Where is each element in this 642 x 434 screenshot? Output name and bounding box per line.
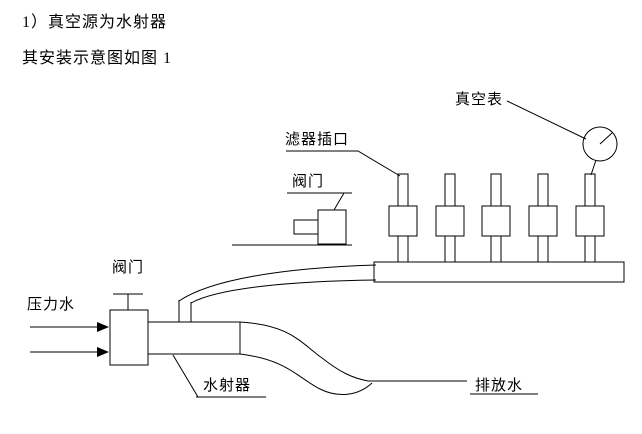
valve-top-leader-line: [333, 192, 345, 211]
water-ejector-label: 水射器: [203, 378, 252, 394]
valve-4-body: [528, 205, 558, 237]
valve-3-body: [481, 205, 511, 237]
valve-4-upper-stem: [537, 173, 549, 207]
suction-hose-bottom: [190, 279, 377, 304]
discharge-water-label: 排放水: [475, 378, 524, 394]
valve-4-lower-stem: [537, 235, 549, 263]
vacuum-gauge-leader-line: [506, 100, 587, 140]
pressure-water-label: 压力水: [27, 297, 76, 313]
valve-1-upper-stem: [397, 173, 409, 207]
filter-port-label: 滤器插口: [285, 132, 350, 148]
heading-line-1: 1）真空源为水射器: [22, 14, 168, 31]
manifold-pipe: [373, 261, 625, 283]
inlet-arrow-1-head: [97, 322, 109, 332]
valve-2-body: [435, 205, 465, 237]
valve-3-upper-stem: [490, 173, 502, 207]
inline-valve-body: [317, 209, 347, 245]
valve-1-lower-stem: [397, 235, 409, 263]
valve-2-upper-stem: [444, 173, 456, 207]
pressure-water-arrows: [30, 322, 109, 357]
water-ejector-body: [147, 321, 241, 355]
inlet-valve-body: [109, 309, 149, 366]
inline-valve-symbol: [232, 209, 352, 246]
discharge-hose-top: [239, 321, 369, 382]
vacuum-gauge-dial: [582, 126, 618, 162]
valve-3-lower-stem: [490, 235, 502, 263]
manifold-valve-5: [575, 173, 605, 263]
vacuum-gauge-label: 真空表: [455, 92, 504, 108]
valve-5-lower-stem: [584, 235, 596, 263]
manifold-valve-1: [388, 173, 418, 263]
valve-left-label: 阀门: [112, 260, 145, 276]
gauge-connector-line: [590, 159, 597, 176]
suction-hose-top: [178, 264, 377, 302]
manifold-valve-3: [481, 173, 511, 263]
filter-port-leader-line: [286, 150, 401, 177]
vacuum-gauge-needle: [599, 132, 613, 145]
manifold-valve-2: [435, 173, 465, 263]
valve-top-label: 阀门: [292, 174, 325, 190]
valve-5-body: [575, 205, 605, 237]
valve-5-upper-stem: [584, 173, 596, 207]
manifold-valve-4: [528, 173, 558, 263]
valve-2-lower-stem: [444, 235, 456, 263]
water-ejector-leader-line: [172, 354, 199, 398]
inlet-valve: [109, 293, 149, 366]
inlet-arrow-2-head: [97, 347, 109, 357]
inline-valve-stem: [293, 219, 319, 235]
heading-line-2: 其安装示意图如图 1: [22, 50, 173, 67]
discharge-hose-bottom: [239, 353, 373, 395]
valve-1-body: [388, 205, 418, 237]
